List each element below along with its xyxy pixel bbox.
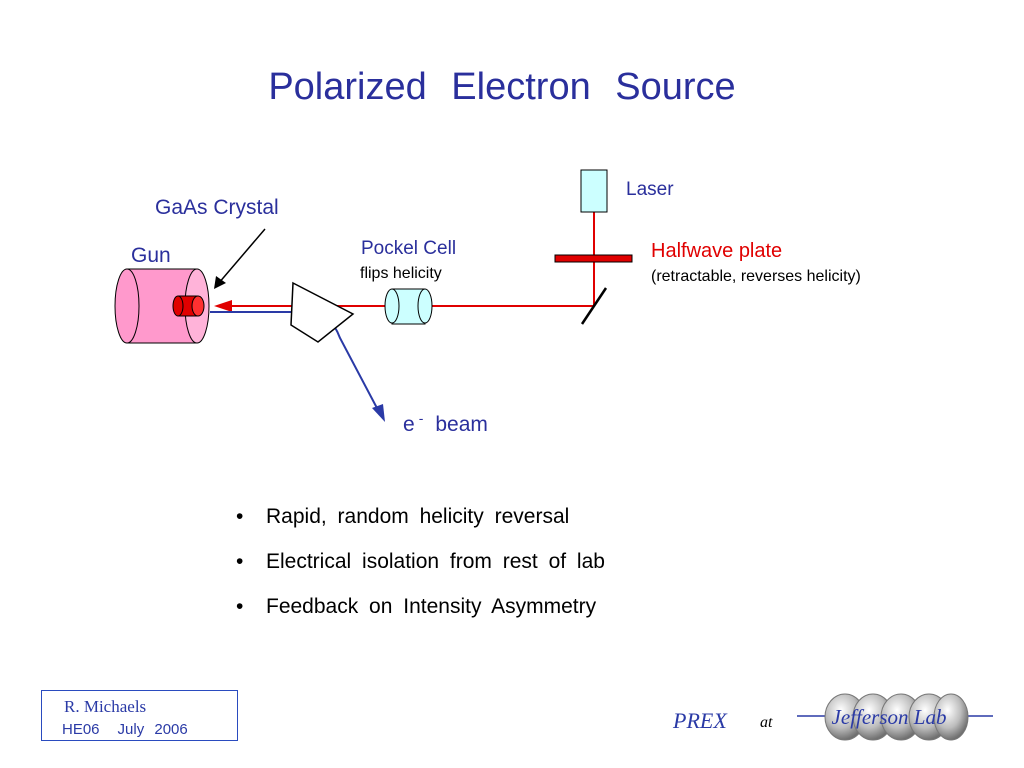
- at-label: at: [760, 714, 773, 731]
- halfwave-plate: [554, 254, 633, 263]
- bullet-dot: •: [236, 505, 244, 528]
- author-name: R. Michaels: [64, 697, 147, 716]
- footer-author-box: R. Michaels HE06 July 2006: [41, 690, 238, 741]
- electron-beam-label: e-beam: [403, 410, 488, 437]
- gaas-crystal: [172, 295, 205, 317]
- gaas-crystal-label: GaAs Crystal: [155, 196, 279, 219]
- prex-label: PREX: [673, 708, 727, 733]
- bullet-text: Electrical isolation from rest of lab: [266, 550, 605, 573]
- bullet-item: • Electrical isolation from rest of lab: [236, 545, 605, 590]
- gun-label: Gun: [131, 244, 171, 267]
- halfwave-plate-label: Halfwave plate: [651, 240, 783, 262]
- bullet-text: Feedback on Intensity Asymmetry: [266, 595, 597, 618]
- mirror: [580, 287, 608, 325]
- logo-text: Jefferson Lab: [832, 705, 947, 729]
- jefferson-lab-logo: Jefferson Lab: [797, 693, 993, 741]
- beam-label-superscript: -: [418, 410, 424, 426]
- beam-label-e: e: [403, 413, 415, 436]
- pockel-cell: [384, 288, 433, 325]
- bullet-dot: •: [236, 550, 244, 573]
- gaas-pointer-arrow: [214, 228, 266, 289]
- bullet-item: • Rapid, random helicity reversal: [236, 500, 605, 545]
- bullet-list: • Rapid, random helicity reversal • Electr…: [236, 500, 605, 635]
- beam-label-text: beam: [435, 413, 488, 436]
- page-title: Polarized Electron Source: [268, 66, 736, 108]
- bending-magnet: [290, 281, 355, 343]
- laser-label: Laser: [626, 179, 674, 200]
- halfwave-plate-sublabel: (retractable, reverses helicity): [651, 268, 861, 285]
- bullet-dot: •: [236, 595, 244, 618]
- event-date-text: July 2006: [117, 721, 188, 738]
- bullet-text: Rapid, random helicity reversal: [266, 505, 570, 528]
- bullet-item: • Feedback on Intensity Asymmetry: [236, 590, 605, 635]
- event-date: HE06 July 2006: [62, 721, 188, 738]
- event-name: HE06: [62, 721, 100, 738]
- laser-box: [580, 169, 608, 213]
- pockel-cell-label: Pockel Cell: [361, 238, 457, 259]
- pockel-cell-sublabel: flips helicity: [360, 265, 442, 282]
